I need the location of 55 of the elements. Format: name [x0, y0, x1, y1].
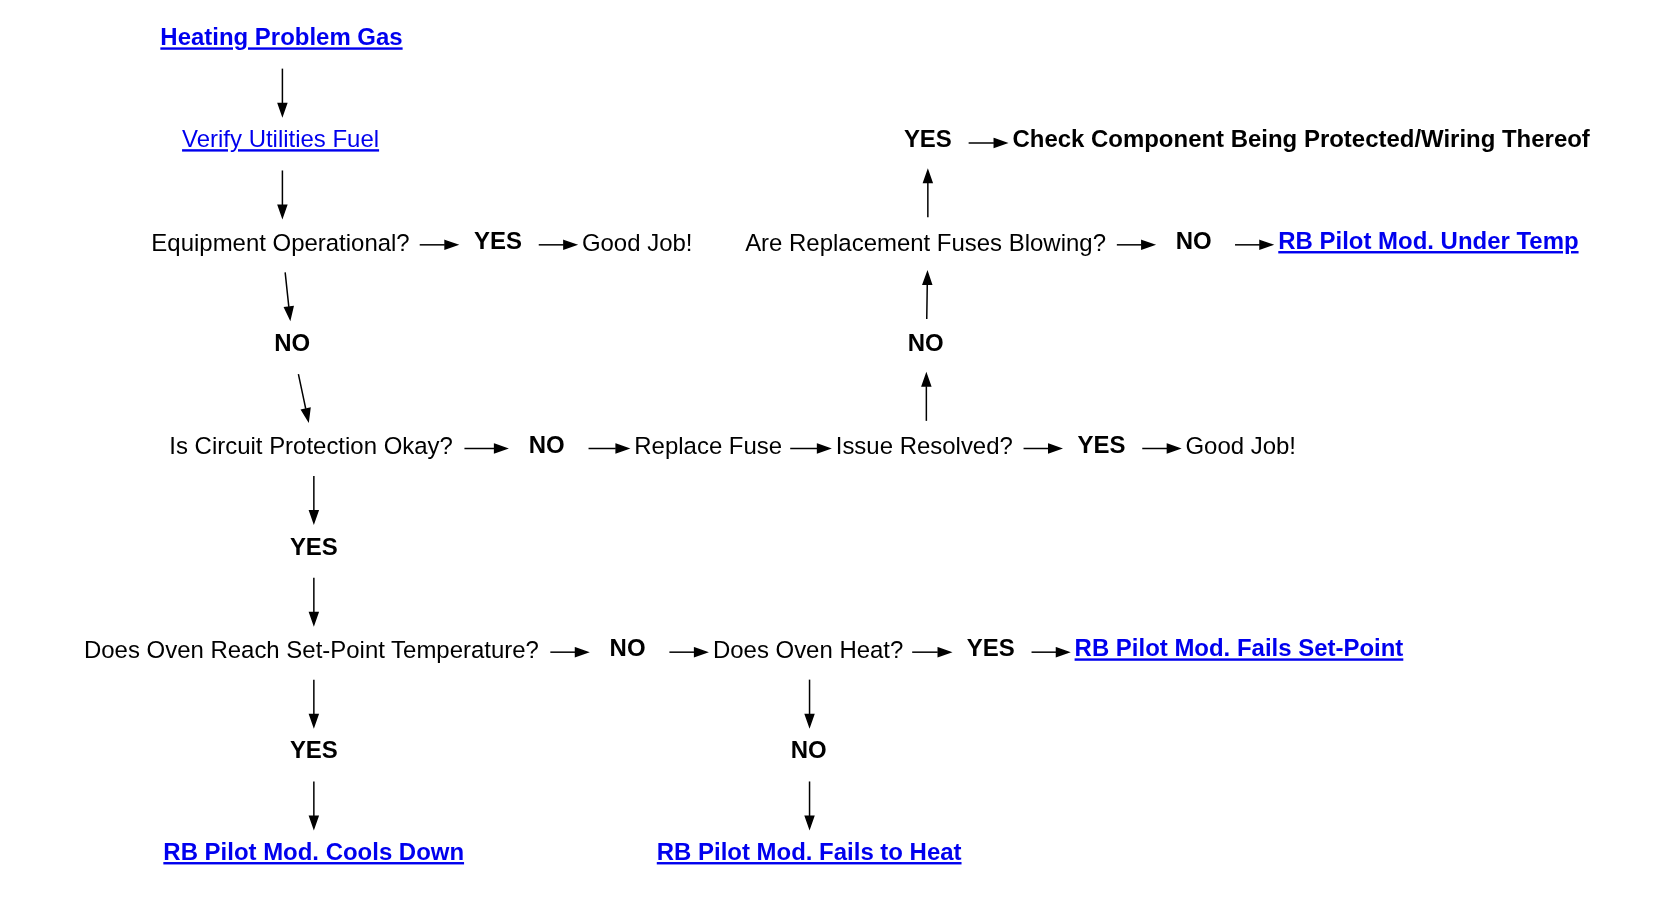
node-text: Is Circuit Protection Okay?: [168, 432, 453, 460]
arrow: [788, 443, 832, 454]
node-text: NO: [609, 634, 646, 662]
arrow: [1141, 443, 1182, 454]
node-text: Are Replacement Fuses Blowing?: [744, 228, 1106, 256]
arrow: [308, 577, 319, 627]
node-text: Verify Utilities Fuel: [181, 125, 379, 153]
arrow: [920, 371, 932, 422]
node-text: NO: [1175, 227, 1212, 255]
node-text: NO: [528, 430, 565, 458]
arrow: [1030, 646, 1071, 658]
node-text: Does Oven Reach Set-Point Temperature?: [83, 635, 539, 663]
arrow: [463, 443, 509, 454]
arrow: [537, 239, 578, 251]
arrow: [803, 678, 815, 729]
node-text: YES: [289, 532, 338, 560]
arrow: [308, 678, 319, 729]
node-text: NO: [907, 328, 944, 356]
arrow: [549, 646, 590, 658]
node-text: Replace Fuse: [633, 432, 782, 460]
arrow: [921, 270, 932, 320]
node-text: Good Job!: [1184, 432, 1296, 460]
node-text: Issue Resolved?: [835, 432, 1013, 460]
arrow: [308, 780, 319, 831]
arrow: [276, 67, 288, 118]
node-text: RB Pilot Mod. Under Temp: [1277, 227, 1579, 255]
arrow: [276, 169, 288, 220]
node-text: RB Pilot Mod. Fails Set-Point: [1074, 634, 1403, 662]
node-text: YES: [903, 125, 952, 153]
arrow: [910, 646, 952, 658]
node-text: Good Job!: [581, 228, 692, 256]
node-text: YES: [289, 736, 338, 764]
node-text: RB Pilot Mod. Cools Down: [162, 838, 464, 866]
node-text: YES: [966, 634, 1015, 662]
arrow: [1233, 239, 1274, 251]
node-text: Does Oven Heat?: [712, 635, 903, 663]
arrow: [922, 168, 933, 218]
node-text: Heating Problem Gas: [159, 23, 403, 51]
arrow: [283, 271, 294, 322]
node-text: Equipment Operational?: [150, 228, 410, 256]
node-text: RB Pilot Mod. Fails to Heat: [656, 838, 962, 866]
arrow: [297, 373, 311, 424]
arrow: [1022, 443, 1063, 454]
arrow: [803, 780, 815, 831]
arrow: [1115, 239, 1156, 251]
arrow: [668, 646, 709, 658]
arrow: [967, 137, 1009, 149]
node-text: Check Component Being Protected/Wiring Thereof: [1011, 125, 1590, 153]
arrow: [418, 239, 459, 251]
arrow: [308, 475, 319, 525]
arrow: [587, 443, 630, 454]
node-text: YES: [1077, 430, 1126, 458]
node-text: NO: [273, 328, 310, 356]
node-text: NO: [790, 736, 827, 764]
node-text: YES: [473, 227, 522, 255]
